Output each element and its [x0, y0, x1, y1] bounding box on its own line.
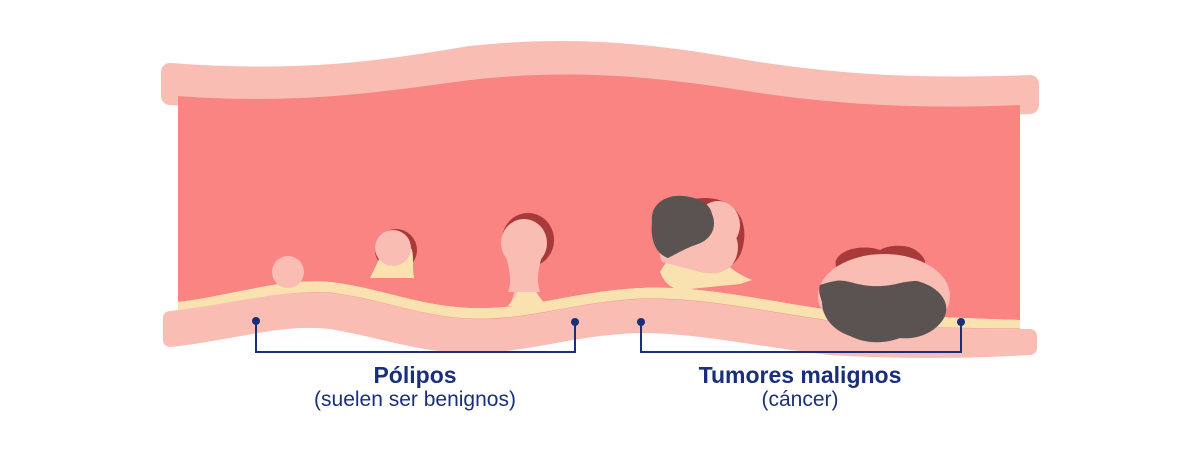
- polyp-small: [272, 256, 304, 288]
- polyp-pedunculated: [501, 213, 554, 306]
- bracket-dot-right: [957, 318, 965, 326]
- bracket-dot-left: [252, 317, 260, 325]
- polyp-bracket: [252, 317, 579, 353]
- polyps-subtitle: (suelen ser benignos): [314, 388, 516, 411]
- tumor-advanced: [818, 245, 950, 343]
- tumor-early: [651, 195, 752, 290]
- polyp-sessile: [370, 229, 417, 278]
- tumors-title: Tumores malignos: [698, 362, 902, 388]
- colon-wall-bottom: [163, 292, 1037, 358]
- bracket-dot-left: [637, 318, 645, 326]
- polyps-label: Pólipos (suelen ser benignos): [265, 362, 565, 412]
- tumors-subtitle: (cáncer): [761, 388, 839, 411]
- polyps-title: Pólipos: [373, 362, 457, 388]
- tumors-label: Tumores malignos (cáncer): [640, 362, 960, 412]
- tumor-bracket: [637, 318, 965, 353]
- bracket-dot-right: [571, 318, 579, 326]
